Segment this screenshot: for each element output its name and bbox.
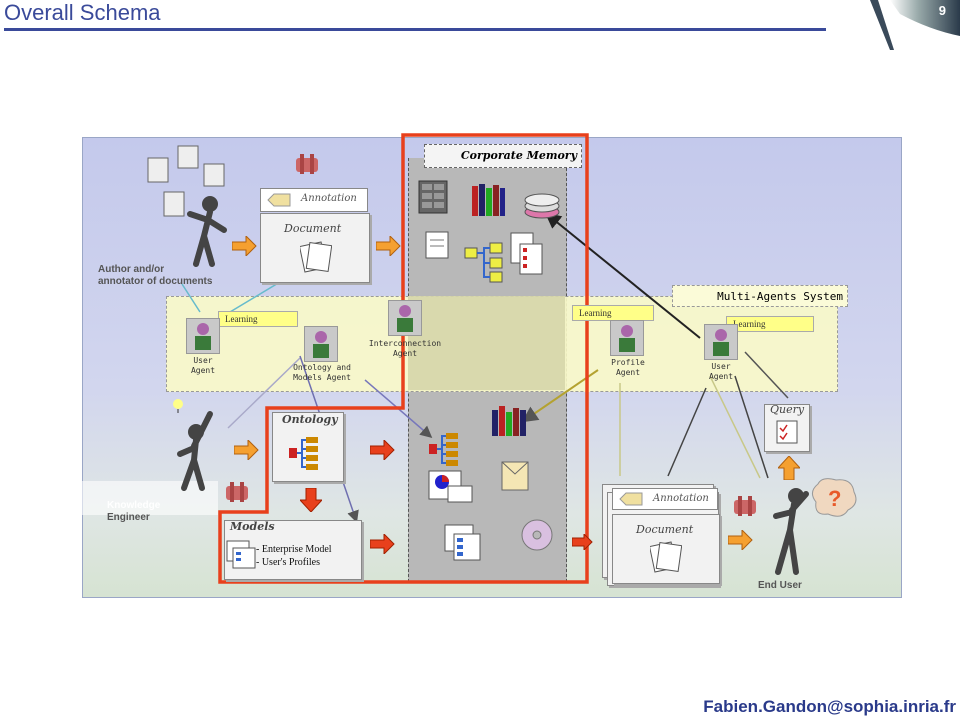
ontology-agent-line1: Ontology and	[293, 363, 351, 372]
slide-title: Overall Schema	[4, 0, 161, 25]
line-useragent-enduser-2	[734, 375, 769, 479]
user-agent-right-line2: Agent	[708, 372, 734, 381]
interconnection-agent-label: Interconnection Agent	[362, 339, 448, 359]
annotation-top-label: Annotation	[301, 193, 357, 204]
document-icon	[300, 241, 332, 273]
line-useragent-query	[744, 351, 789, 399]
author-figure-icon	[147, 145, 227, 267]
learning-box-profile: Learning	[572, 305, 654, 321]
ontology-label: Ontology	[282, 413, 338, 426]
ontology-agent-line2: Models Agent	[293, 373, 351, 382]
books-icon	[472, 184, 505, 216]
arrow-right-icon	[234, 440, 259, 460]
disk-stack-icon	[524, 193, 560, 219]
tag-icon	[267, 193, 291, 207]
gears-icon	[734, 496, 756, 516]
agent-icon	[186, 318, 220, 354]
end-user-figure-icon: ?	[773, 478, 857, 575]
arrow-right-icon	[572, 534, 593, 550]
knowledge-engineer-line1: Knowledge	[107, 500, 161, 511]
arrow-right-icon	[232, 236, 257, 256]
multi-agents-system-label: Multi-Agents System	[672, 285, 848, 307]
user-agent-left-line1: User	[193, 356, 213, 365]
models-items: - Enterprise Model - User's Profiles	[256, 543, 332, 569]
end-user-label: End User	[758, 580, 802, 591]
tag-icon	[619, 492, 643, 506]
profile-agent-line1: Profile	[611, 358, 645, 367]
arrow-right-icon	[370, 440, 395, 460]
footer-email[interactable]: Fabien.Gandon@sophia.inria.fr	[703, 697, 956, 716]
document-icon	[425, 231, 449, 259]
page-number: 9	[938, 3, 946, 18]
knowledge-engineer-line2: Engineer	[107, 512, 150, 523]
forms-icon	[510, 232, 543, 275]
line-useragent-annotation-bottom	[667, 387, 707, 477]
list-document-icon	[226, 540, 256, 569]
svg-text:?: ?	[828, 486, 841, 511]
query-label: Query	[770, 403, 805, 416]
line-useragent-archive	[544, 212, 701, 339]
interconnection-agent-line1: Interconnection	[368, 339, 442, 348]
user-agent-right-line1: User	[711, 362, 731, 371]
gears-icon	[296, 154, 318, 174]
document-icon	[650, 541, 682, 573]
user-agent-left-label: User Agent	[176, 356, 230, 376]
title-underline	[4, 28, 826, 31]
cd-icon	[521, 519, 553, 551]
knowledge-engineer-figure-icon	[173, 399, 213, 491]
profile-agent-label: Profile Agent	[600, 358, 656, 378]
document-top-label: Document	[284, 222, 342, 235]
user-agent-right-label: User Agent	[694, 362, 748, 382]
ontology-hierarchy-icon	[289, 437, 318, 470]
envelope-icon	[501, 461, 529, 491]
knowledge-engineer-label: Knowledge Engineer	[107, 500, 160, 524]
list-document-icon	[444, 524, 481, 561]
interconnection-agent-line2: Agent	[392, 349, 418, 358]
gears-icon	[226, 482, 248, 502]
agent-icon	[610, 320, 644, 356]
document-bottom-label: Document	[636, 523, 694, 536]
agent-icon	[704, 324, 738, 360]
arrow-up-icon	[778, 456, 800, 480]
multi-agents-overlap	[408, 296, 565, 390]
line-ontoagent-engineer	[227, 357, 301, 429]
profile-agent-line2: Agent	[615, 368, 641, 377]
line-author-useragent	[181, 283, 201, 313]
arrow-right-icon	[728, 530, 753, 550]
knowledge-engineer-label-bg	[82, 481, 218, 515]
models-label: Models	[230, 520, 275, 533]
learning-box-left: Learning	[218, 311, 298, 327]
books-icon	[492, 406, 526, 436]
author-label-line1: Author and/or	[98, 264, 165, 275]
annotation-bottom-label: Annotation	[653, 493, 709, 504]
chart-document-icon	[428, 470, 473, 503]
models-item-enterprise: - Enterprise Model	[256, 544, 332, 555]
checklist-icon	[776, 420, 798, 444]
line-useragent-enduser	[709, 375, 761, 479]
arrow-right-icon	[370, 534, 395, 554]
hierarchy-icon	[464, 242, 503, 283]
corporate-memory-label: Corporate Memory	[424, 144, 582, 168]
corner-decoration	[870, 0, 960, 50]
agent-icon	[304, 326, 338, 362]
author-label: Author and/or annotator of documents	[98, 264, 212, 288]
user-agent-left-line2: Agent	[190, 366, 216, 375]
ontology-hierarchy-icon	[429, 433, 458, 466]
author-label-line2: annotator of documents	[98, 276, 213, 287]
arrow-down-icon	[300, 488, 322, 512]
agent-icon	[388, 300, 422, 336]
filing-cabinet-icon	[418, 180, 448, 214]
learning-box-right: Learning	[726, 316, 814, 332]
arrow-right-icon	[376, 236, 401, 256]
ontology-agent-label: Ontology and Models Agent	[282, 363, 362, 383]
models-item-profiles: - User's Profiles	[256, 557, 321, 568]
